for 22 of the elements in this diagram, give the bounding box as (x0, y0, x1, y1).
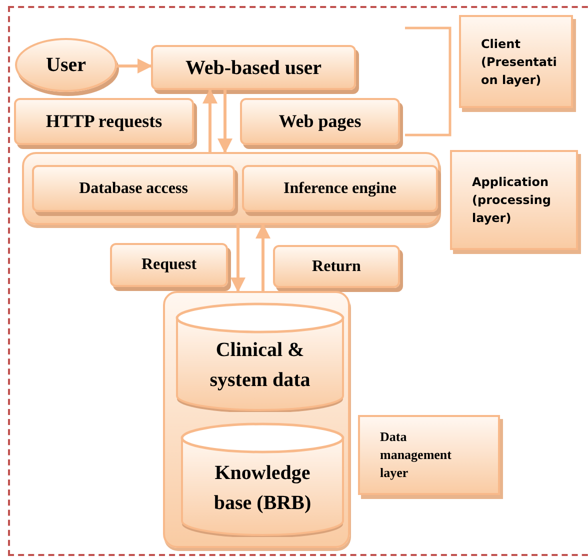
node-label: Web-based user (185, 56, 322, 80)
node-label: Knowledge base (BRB) (214, 462, 312, 514)
arrow (256, 224, 270, 291)
node-label: Data management layer (380, 428, 452, 482)
node-label: Web pages (278, 110, 362, 133)
node-label: Clinical & system data (210, 339, 310, 391)
arrow (117, 58, 152, 74)
arrow (230, 225, 246, 292)
node-label: User (46, 53, 86, 78)
database-cylinder (175, 302, 345, 412)
node-label: Return (312, 256, 361, 276)
node-label: Database access (79, 178, 188, 198)
layer-container (22, 152, 440, 225)
node-label: Client (Presentation layer) (481, 36, 558, 88)
arrow (218, 90, 232, 154)
node-label: Application (processing layer) (472, 174, 552, 227)
node-label: Inference engine (283, 178, 396, 198)
node-label: Request (141, 255, 197, 275)
arrow (202, 88, 218, 152)
node-label: HTTP requests (46, 110, 162, 133)
database-cylinder (180, 422, 345, 537)
layer-container (163, 291, 350, 548)
